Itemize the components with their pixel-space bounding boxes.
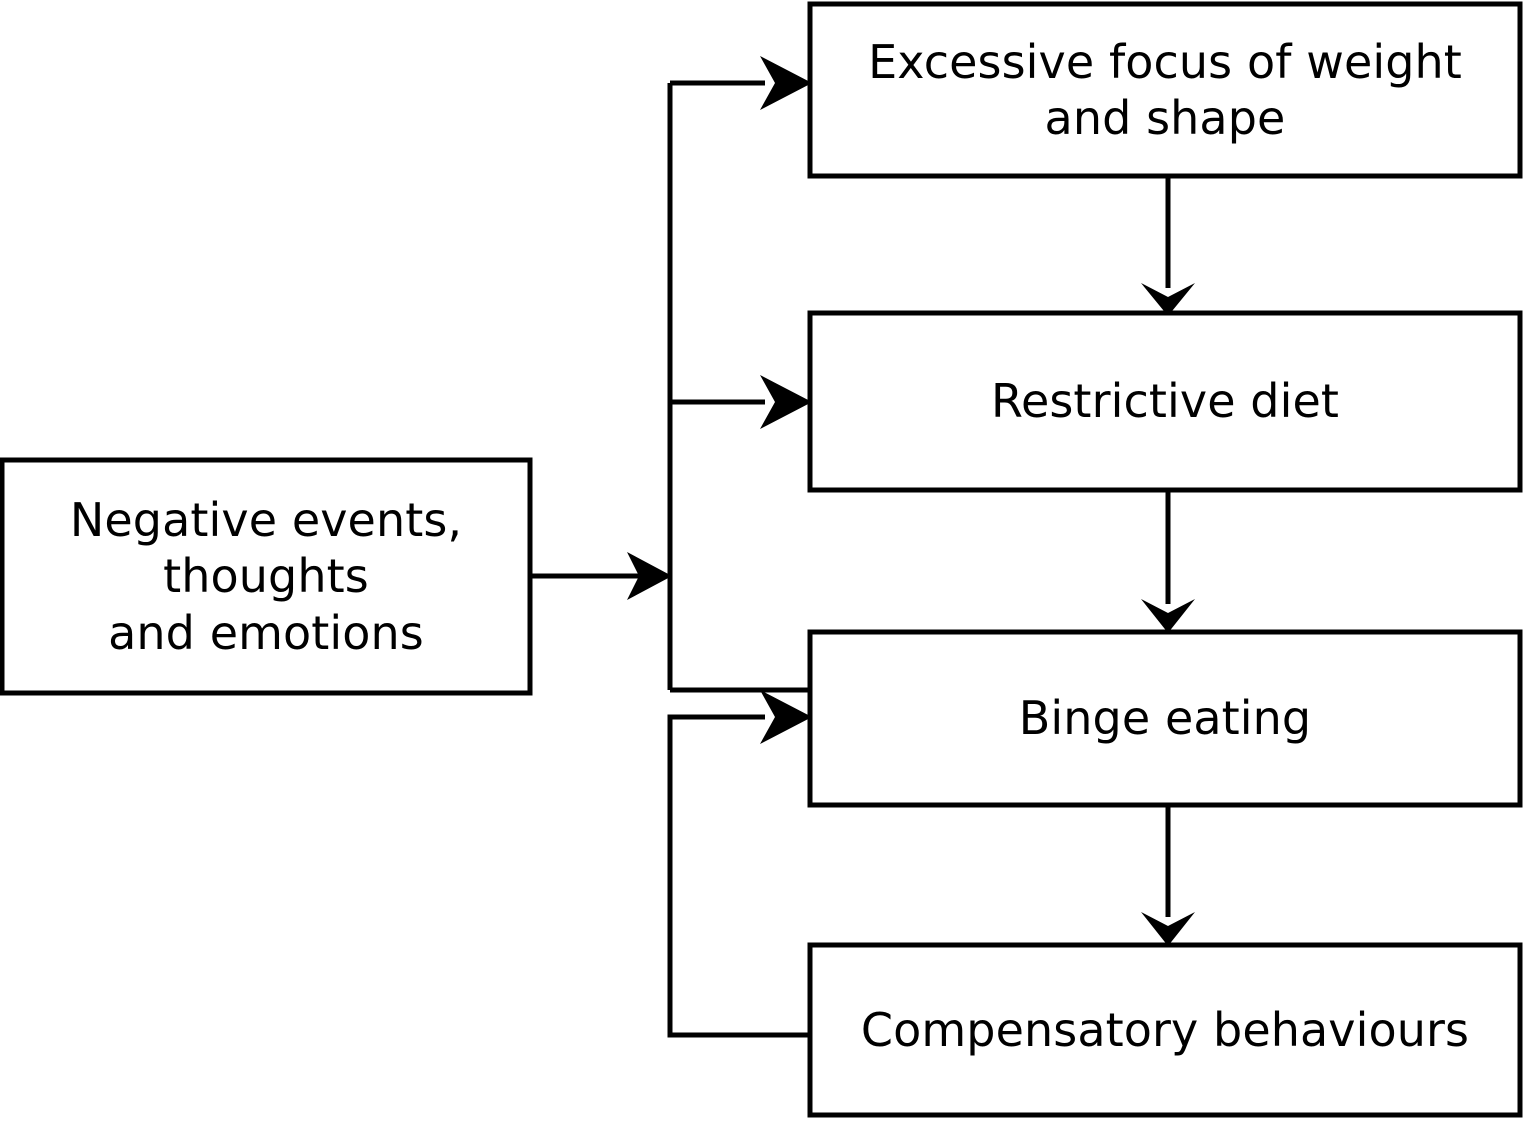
- node-compensatory-behaviours[interactable]: [807, 942, 1523, 1118]
- node-binge-eating[interactable]: [807, 629, 1523, 808]
- edge-restrictive-diet-to-binge-eating: [1141, 490, 1195, 633]
- edge-binge-eating-to-compensatory: [1141, 805, 1195, 946]
- node-negative-events[interactable]: [0, 457, 533, 696]
- edge-negative-events-to-trunk: [530, 552, 672, 600]
- edge-trunk-to-restrictive-diet: [670, 375, 812, 429]
- edge-compensatory-to-binge-eating-feedback: [667, 690, 812, 1038]
- edge-excessive-focus-to-restrictive-diet: [1141, 176, 1195, 316]
- node-excessive-focus[interactable]: [807, 1, 1523, 179]
- node-restrictive-diet[interactable]: [807, 310, 1523, 493]
- edge-trunk-to-excessive-focus: [670, 56, 812, 110]
